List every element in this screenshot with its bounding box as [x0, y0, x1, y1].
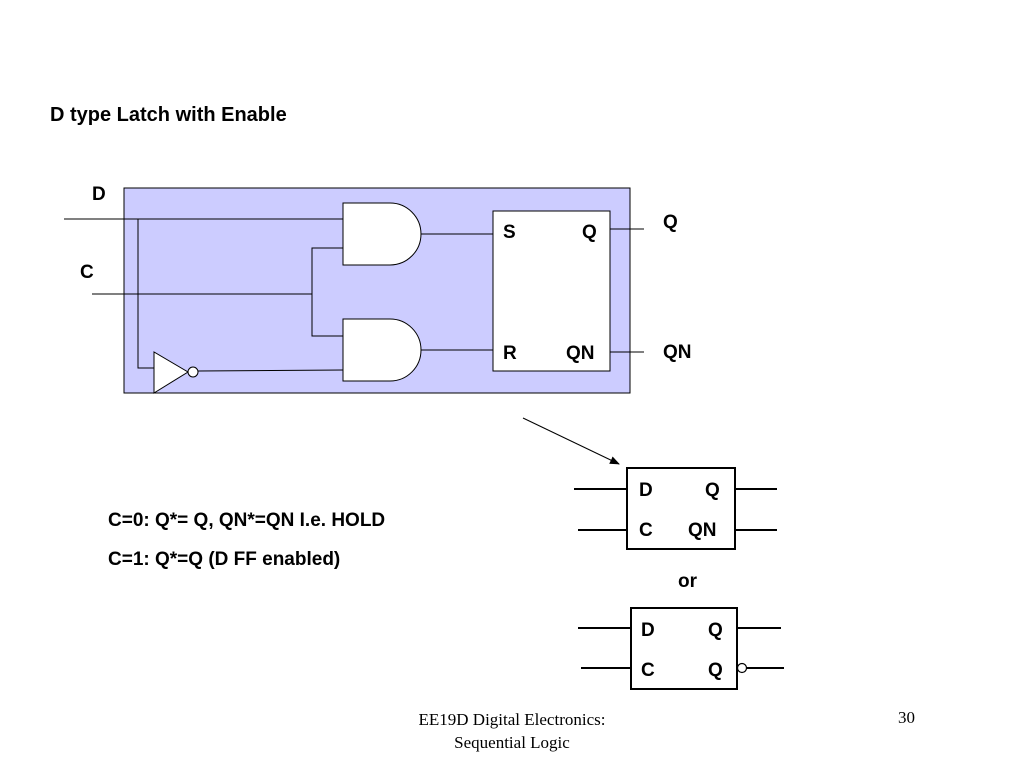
label-q-output: Q: [663, 212, 678, 233]
sym2-invert-bubble: [736, 662, 748, 674]
label-qn-output: QN: [663, 342, 692, 363]
c-to-gate1-wire: [311, 247, 343, 294]
sr-label-q: Q: [582, 222, 597, 243]
footer-line-2: Sequential Logic: [454, 733, 570, 752]
sr-label-s: S: [503, 222, 516, 243]
sym2-label-qbar: Q: [708, 660, 723, 681]
inverter-bubble: [187, 366, 199, 378]
footer-course: EE19D Digital Electronics: Sequential Lo…: [362, 708, 662, 754]
page-number: 30: [898, 708, 915, 727]
and-gate-bottom: [342, 318, 422, 382]
label-d-input: D: [92, 184, 106, 205]
d-to-inverter-wire: [137, 219, 154, 369]
and-gate-top: [342, 202, 422, 266]
sym1-label-d: D: [639, 480, 653, 501]
sr-label-r: R: [503, 343, 517, 364]
pointer-arrow: [522, 417, 620, 465]
label-c-input: C: [80, 262, 94, 283]
c-to-gate2-wire: [311, 294, 343, 337]
note-enabled: C=1: Q*=Q (D FF enabled): [108, 549, 341, 570]
or-label: or: [678, 571, 698, 592]
sr-label-qn: QN: [566, 343, 595, 364]
note-hold: C=0: Q*= Q, QN*=QN I.e. HOLD: [108, 510, 386, 531]
slide-title: D type Latch with Enable: [50, 104, 287, 126]
sym1-label-c: C: [639, 520, 653, 541]
sym2-label-d: D: [641, 620, 655, 641]
footer-line-1: EE19D Digital Electronics:: [418, 710, 606, 729]
latch-symbol-2: [630, 607, 738, 690]
sr-latch-block: [492, 210, 611, 372]
latch-symbol-1: [626, 467, 736, 550]
sym1-label-qn: QN: [688, 520, 717, 541]
inverter-gate: [153, 351, 189, 394]
sym2-label-q: Q: [708, 620, 723, 641]
sym2-label-c: C: [641, 660, 655, 681]
sym1-label-q: Q: [705, 480, 720, 501]
inverter-out-wire: [197, 369, 344, 372]
